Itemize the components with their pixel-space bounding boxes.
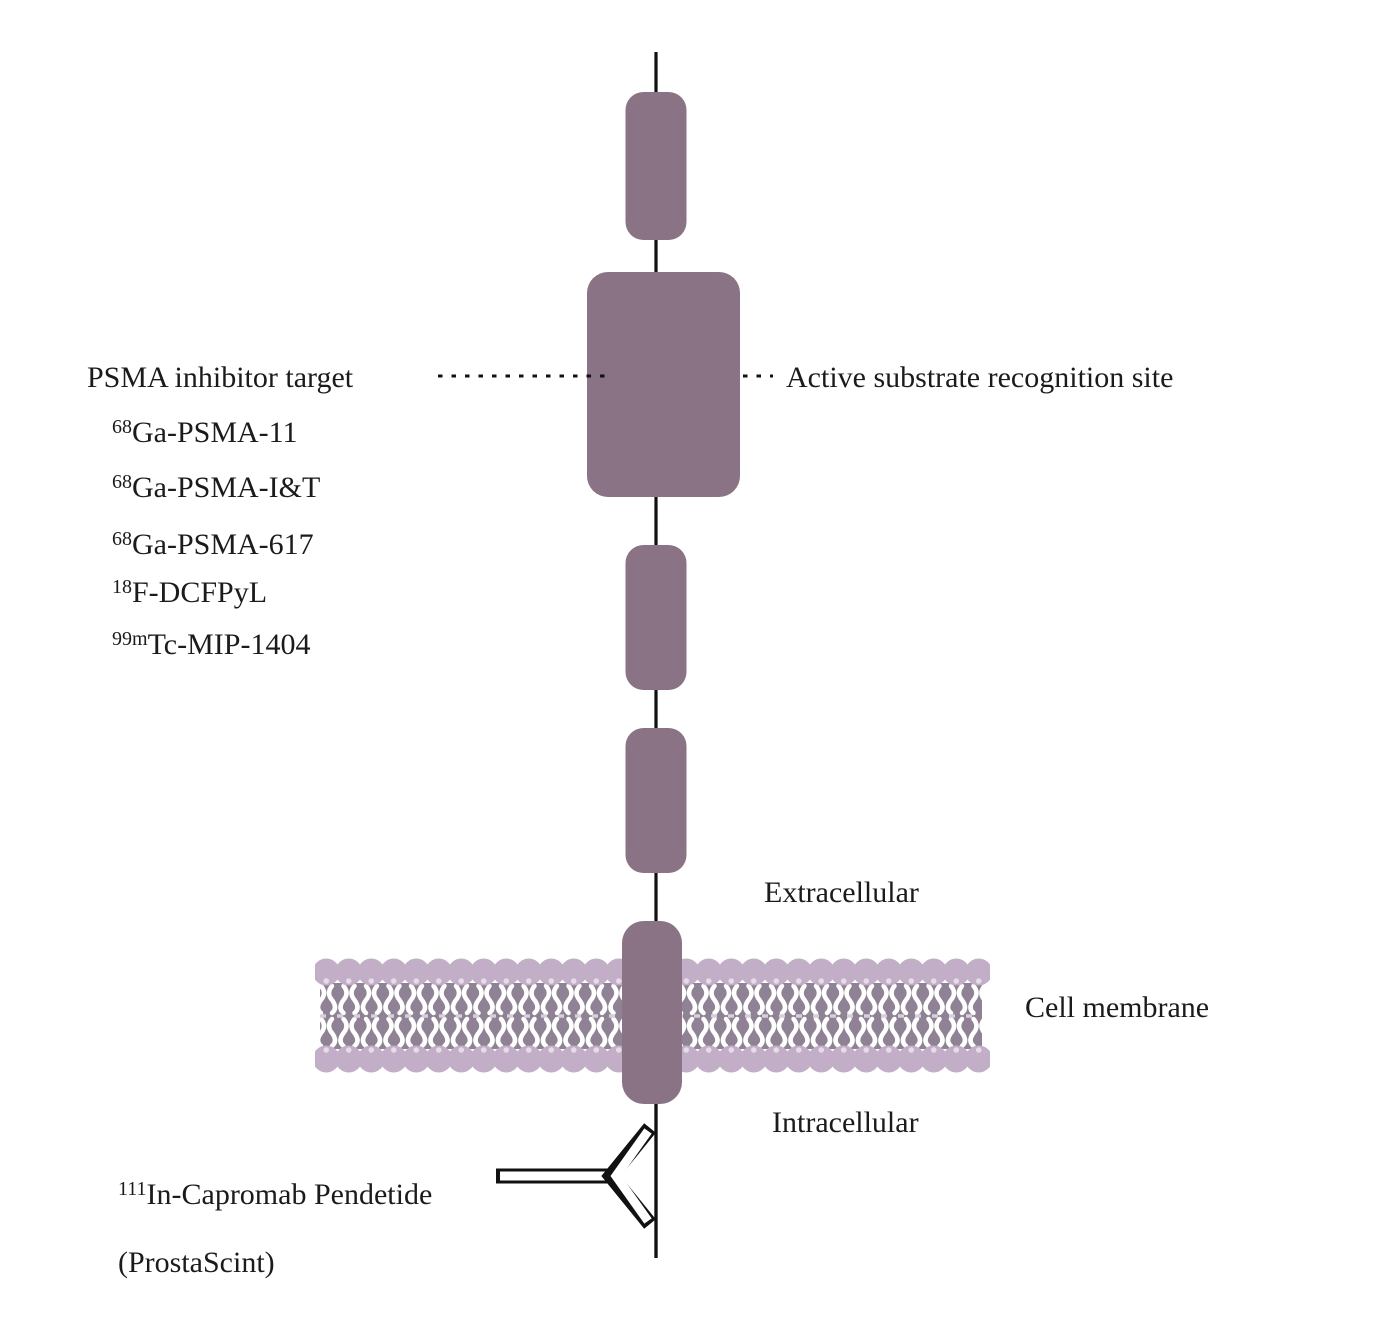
isotope-superscript: 99m xyxy=(112,628,148,650)
isotope-superscript: 68 xyxy=(112,528,132,550)
antibody-y-icon xyxy=(496,1123,656,1229)
isotope-superscript: 18 xyxy=(112,576,132,598)
psma-inhibitor-target-label: PSMA inhibitor target xyxy=(87,361,354,394)
tracer-name: Ga-PSMA-11 xyxy=(132,416,298,449)
prostascint-brand-label: (ProstaScint) xyxy=(118,1246,275,1279)
list-item: 68Ga-PSMA-617 xyxy=(112,528,314,561)
capromab-pendetide-label: 111In-Capromab Pendetide xyxy=(118,1178,432,1213)
cell-membrane-label: Cell membrane xyxy=(1025,991,1210,1024)
isotope-superscript: 111 xyxy=(118,1178,147,1200)
tracer-name: F-DCFPyL xyxy=(132,576,268,609)
isotope-superscript: 68 xyxy=(112,471,132,493)
extracellular-label: Extracellular xyxy=(764,876,919,909)
list-item: 68Ga-PSMA-11 xyxy=(112,416,298,449)
intracellular-label: Intracellular xyxy=(772,1106,919,1139)
active-substrate-site-label: Active substrate recognition site xyxy=(786,361,1174,394)
extracellular-domain-1 xyxy=(625,92,687,240)
tracer-name: Tc-MIP-1404 xyxy=(147,628,311,661)
tracer-name: Ga-PSMA-I&T xyxy=(132,471,321,504)
extracellular-domain-2 xyxy=(625,545,687,690)
isotope-superscript: 68 xyxy=(112,416,132,438)
list-item: 68Ga-PSMA-I&T xyxy=(112,471,320,504)
antibody-name: In-Capromab Pendetide xyxy=(146,1178,433,1211)
extracellular-domain-3 xyxy=(625,728,687,873)
tracer-name: Ga-PSMA-617 xyxy=(132,528,314,561)
transmembrane-domain xyxy=(622,921,682,1104)
list-item: 18F-DCFPyL xyxy=(112,576,267,609)
active-site-domain xyxy=(587,272,740,497)
list-item: 99mTc-MIP-1404 xyxy=(112,628,310,661)
